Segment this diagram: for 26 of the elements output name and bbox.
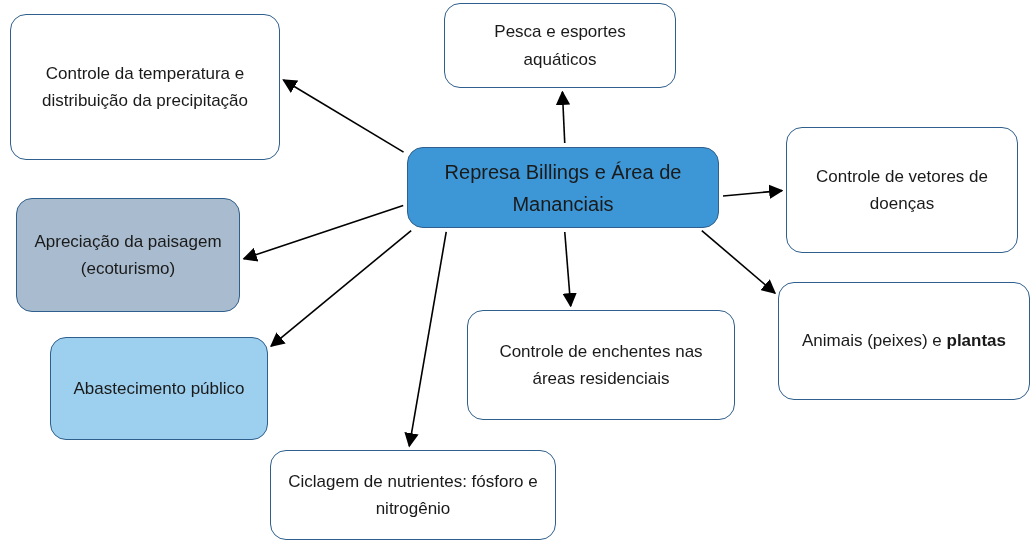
- concept-box: [778, 282, 1030, 400]
- concept-box: [444, 3, 676, 88]
- concept-box: [786, 127, 1018, 253]
- concept-box: [10, 14, 280, 160]
- concept-box: [467, 310, 735, 420]
- arrow: [282, 79, 405, 153]
- box-text: Controle de enchentes nas áreas residenciais: [498, 340, 704, 390]
- box-text: Ciclagem de nutrientes: fósforo e nitrogênio: [287, 470, 539, 520]
- concept-box: [407, 147, 719, 228]
- concept-box: [50, 337, 268, 440]
- box-text: Abastecimento público: [73, 377, 245, 400]
- arrow: [242, 204, 404, 262]
- box-text: Pesca e esportes aquáticos: [493, 21, 627, 71]
- box-text: Controle da temperatura e distribuição da precipitação: [41, 62, 249, 112]
- concept-box: [270, 450, 556, 540]
- arrow: [722, 184, 784, 199]
- arrow: [269, 229, 412, 347]
- arrow: [555, 90, 571, 144]
- arrow: [404, 231, 448, 448]
- arrow: [701, 229, 777, 294]
- arrow: [562, 231, 577, 308]
- box-text: Animais (peixes) e plantas: [801, 330, 1007, 353]
- box-text: Controle de vetores de doenças: [815, 165, 989, 215]
- box-text: Apreciação da paisagem (ecoturismo): [33, 230, 223, 280]
- concept-box: [16, 198, 240, 312]
- box-text: Represa Billings e Área de Mananciais: [443, 159, 683, 217]
